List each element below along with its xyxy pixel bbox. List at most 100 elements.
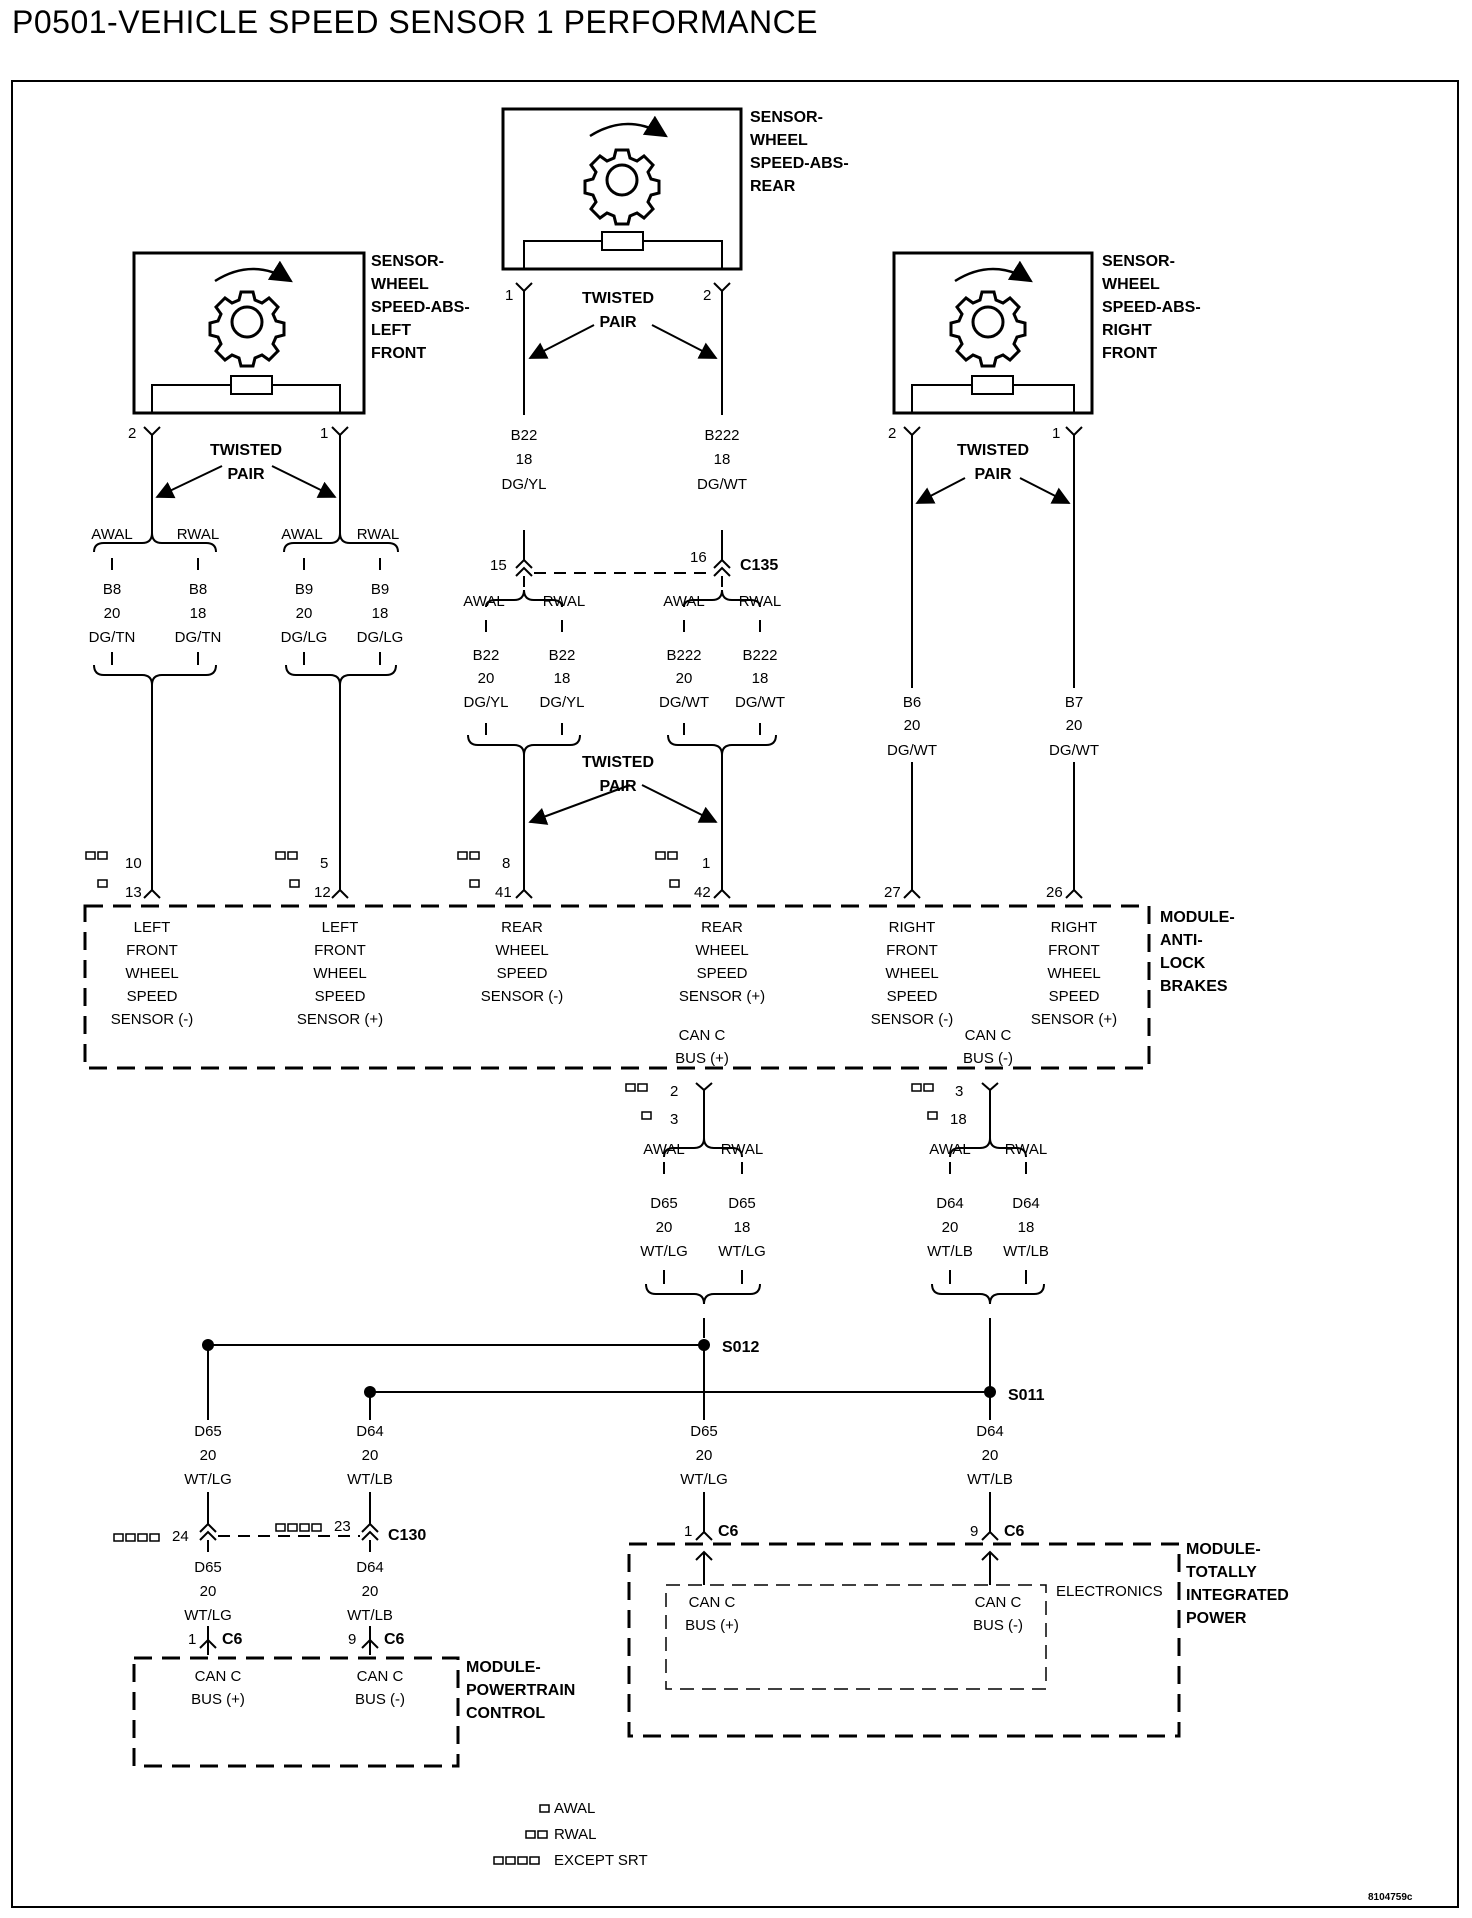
- svg-text:REAR: REAR: [501, 919, 543, 936]
- svg-text:LEFT: LEFT: [134, 919, 171, 936]
- pair-label: PAIR: [974, 466, 1011, 483]
- sensor-rf-label-2: WHEEL: [1102, 276, 1160, 293]
- variant-rwal: RWAL: [1005, 1141, 1048, 1158]
- abs-circuit-lf-plus: LEFT FRONT WHEEL SPEED SENSOR (+): [297, 919, 383, 1028]
- wire-d65-color: WT/LG: [680, 1471, 728, 1488]
- pin-c135-15: 15: [490, 557, 507, 574]
- svg-text:MODULE-: MODULE-: [1186, 1541, 1261, 1558]
- wire-d64-id: D64: [976, 1423, 1004, 1440]
- wire-d65-rwal-id: D65: [728, 1195, 756, 1212]
- abs-module: [83, 851, 1151, 1070]
- right-front-wiring: [903, 426, 1083, 890]
- pin-lf-2: 2: [128, 425, 136, 442]
- svg-text:LOCK: LOCK: [1160, 955, 1206, 972]
- variant-awal: AWAL: [91, 526, 132, 543]
- svg-text:SPEED: SPEED: [697, 965, 748, 982]
- wire-b222-gauge: 18: [714, 451, 731, 468]
- wire-b22-gauge: 18: [516, 451, 533, 468]
- wire-b22-rwal-id: B22: [549, 647, 576, 664]
- twisted-label: TWISTED: [210, 442, 282, 459]
- pin-abs-41: 41: [495, 884, 512, 901]
- wire-b222-awal-id: B222: [666, 647, 701, 664]
- variant-rwal: RWAL: [357, 526, 400, 543]
- legend-except-srt: EXCEPT SRT: [554, 1852, 648, 1869]
- tipm-wiring: [695, 1492, 999, 1585]
- pin-lf-1: 1: [320, 425, 328, 442]
- abs-circuit-rf-plus: RIGHT FRONT WHEEL SPEED SENSOR (+): [1031, 919, 1117, 1028]
- svg-text:WHEEL: WHEEL: [125, 965, 178, 982]
- wire-b6-gauge: 20: [904, 717, 921, 734]
- wire-d64-color: WT/LB: [967, 1471, 1013, 1488]
- twisted-label: TWISTED: [582, 754, 654, 771]
- variant-rwal: RWAL: [543, 593, 586, 610]
- variant-rwal: RWAL: [721, 1141, 764, 1158]
- pin-abs-10: 10: [125, 855, 142, 872]
- svg-text:SENSOR (+): SENSOR (+): [679, 988, 765, 1005]
- legend-awal: AWAL: [554, 1800, 595, 1817]
- svg-text:WHEEL: WHEEL: [313, 965, 366, 982]
- pin-c130-24: 24: [172, 1528, 189, 1545]
- svg-text:WHEEL: WHEEL: [1047, 965, 1100, 982]
- svg-text:BUS (-): BUS (-): [355, 1691, 405, 1708]
- wire-d64-id: D64: [356, 1559, 384, 1576]
- variant-rwal: RWAL: [739, 593, 782, 610]
- wire-d65-gauge: 20: [696, 1447, 713, 1464]
- pin-abs-8: 8: [502, 855, 510, 872]
- svg-text:ANTI-: ANTI-: [1160, 932, 1203, 949]
- abs-circuit-rear-plus: REAR WHEEL SPEED SENSOR (+): [679, 919, 765, 1005]
- connector-c6: C6: [718, 1523, 739, 1540]
- svg-text:SPEED: SPEED: [1049, 988, 1100, 1005]
- variant-awal: AWAL: [929, 1141, 970, 1158]
- svg-text:SENSOR (+): SENSOR (+): [297, 1011, 383, 1028]
- svg-text:SPEED: SPEED: [127, 988, 178, 1005]
- wire-b6-color: DG/WT: [887, 742, 937, 759]
- pin-c130-23: 23: [334, 1518, 351, 1535]
- splice-s011: S011: [1008, 1387, 1045, 1404]
- variant-marks: [113, 1523, 322, 1542]
- pair-label: PAIR: [227, 466, 264, 483]
- wire-b22-awal-gauge: 20: [478, 670, 495, 687]
- pcm-module: CAN C BUS (+) CAN C BUS (-) MODULE- POWE…: [132, 1656, 575, 1768]
- pin-rf-2: 2: [888, 425, 896, 442]
- svg-text:CAN C: CAN C: [195, 1668, 242, 1685]
- wire-b222-rwal-color: DG/WT: [735, 694, 785, 711]
- variant-awal: AWAL: [463, 593, 504, 610]
- pin-abs-2: 2: [670, 1083, 678, 1100]
- svg-text:FRONT: FRONT: [314, 942, 366, 959]
- pair-label: PAIR: [599, 314, 636, 331]
- wire-d65-awal-gauge: 20: [656, 1219, 673, 1236]
- wire-b9-rwal-gauge: 18: [372, 605, 389, 622]
- abs-circuit-can-minus: CAN C BUS (-): [963, 1027, 1013, 1067]
- svg-text:CAN C: CAN C: [689, 1594, 736, 1611]
- pin-abs-1: 1: [702, 855, 710, 872]
- wire-b8-rwal-color: DG/TN: [175, 629, 222, 646]
- svg-text:ELECTRONICS: ELECTRONICS: [1056, 1583, 1163, 1600]
- sensor-rear-label-4: REAR: [750, 178, 796, 195]
- wire-b6-id: B6: [903, 694, 921, 711]
- splice-dot: [984, 1386, 996, 1398]
- svg-text:RIGHT: RIGHT: [889, 919, 936, 936]
- svg-text:SPEED: SPEED: [315, 988, 366, 1005]
- wire-d64-rwal-id: D64: [1012, 1195, 1040, 1212]
- sensor-rf-label-5: FRONT: [1102, 345, 1157, 362]
- pcm-wiring: [199, 1492, 379, 1655]
- figure-id: 8104759c: [1368, 1892, 1413, 1903]
- variant-awal: AWAL: [643, 1141, 684, 1158]
- wire-d65-gauge: 20: [200, 1447, 217, 1464]
- sensor-rear-label-3: SPEED-ABS-: [750, 155, 849, 172]
- connector-c135: C135: [740, 557, 778, 574]
- pin-tipm-9: 9: [970, 1523, 978, 1540]
- sensor-rf-label-3: SPEED-ABS-: [1102, 299, 1201, 316]
- pin-abs-3: 3: [955, 1083, 963, 1100]
- svg-text:SENSOR (-): SENSOR (-): [111, 1011, 194, 1028]
- variant-awal: AWAL: [663, 593, 704, 610]
- wire-b8-rwal-id: B8: [189, 581, 207, 598]
- wire-b7-color: DG/WT: [1049, 742, 1099, 759]
- svg-text:BUS (+): BUS (+): [685, 1617, 739, 1634]
- svg-text:REAR: REAR: [701, 919, 743, 936]
- svg-text:SENSOR (-): SENSOR (-): [871, 1011, 954, 1028]
- wire-d64-awal-color: WT/LB: [927, 1243, 973, 1260]
- connector-c130: C130: [388, 1527, 426, 1544]
- pair-label: PAIR: [599, 778, 636, 795]
- wire-b7-id: B7: [1065, 694, 1083, 711]
